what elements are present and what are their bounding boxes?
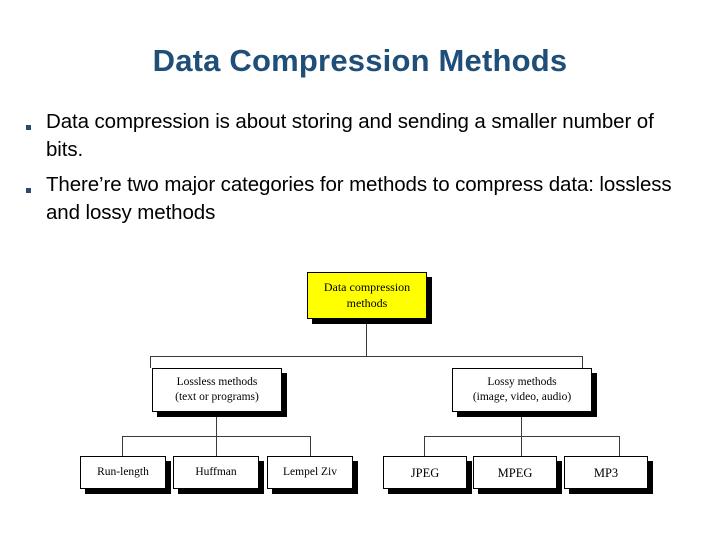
connector-to-lempel-ziv: [310, 436, 311, 456]
node-huffman: Huffman: [173, 456, 259, 489]
node-run-length: Run-length: [80, 456, 166, 489]
node-label: Huffman: [195, 466, 237, 479]
bullet-text: Data compression is about storing and se…: [46, 110, 654, 162]
node-label-line2: (text or programs): [175, 391, 259, 403]
node-lossless-methods: Lossless methods (text or programs): [152, 368, 282, 412]
node-label-line1: Lossless methods: [176, 376, 258, 389]
connector-to-lossless: [150, 356, 151, 368]
list-item: There’re two major categories for method…: [26, 171, 694, 228]
connector-to-huffman: [216, 436, 217, 456]
node-mp3: MP3: [564, 456, 648, 489]
connector-lossless-down: [216, 412, 217, 436]
connector-root-down: [366, 319, 367, 356]
node-label: Run-length: [97, 466, 149, 479]
node-label-line1: Data compression: [323, 280, 411, 295]
node-label: MP3: [593, 465, 619, 480]
node-label: JPEG: [410, 465, 440, 480]
connector-level1-bus: [150, 356, 582, 357]
node-label-line2: (image, video, audio): [472, 391, 572, 403]
node-label: Lempel Ziv: [283, 466, 337, 479]
page-title: Data Compression Methods: [152, 43, 568, 78]
compression-methods-tree-diagram: Data compression methods Lossless method…: [0, 262, 720, 512]
square-bullet-icon: [26, 108, 46, 135]
bullet-text: There’re two major categories for method…: [46, 172, 672, 224]
bullet-list: Data compression is about storing and se…: [26, 108, 694, 233]
connector-to-run-length: [122, 436, 123, 456]
node-data-compression-methods: Data compression methods: [307, 272, 427, 319]
list-item: Data compression is about storing and se…: [26, 108, 694, 165]
node-label: MPEG: [497, 465, 533, 480]
node-label-line1: Lossy methods: [487, 376, 557, 389]
square-bullet-icon: [26, 171, 46, 198]
connector-to-mp3: [619, 436, 620, 456]
node-lempel-ziv: Lempel Ziv: [267, 456, 353, 489]
node-lossy-methods: Lossy methods (image, video, audio): [452, 368, 592, 412]
node-jpeg: JPEG: [383, 456, 467, 489]
connector-lossy-down: [521, 412, 522, 436]
node-mpeg: MPEG: [473, 456, 557, 489]
connector-to-lossy: [582, 356, 583, 368]
node-label-line2: methods: [346, 295, 388, 310]
connector-to-jpeg: [424, 436, 425, 456]
connector-to-mpeg: [521, 436, 522, 456]
